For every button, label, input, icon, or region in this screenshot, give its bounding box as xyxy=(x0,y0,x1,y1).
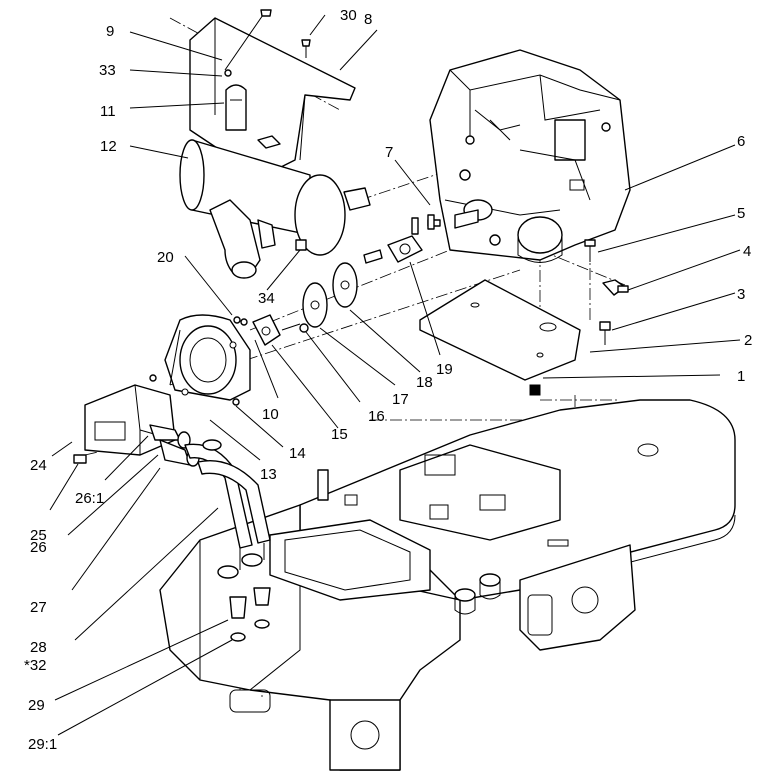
callout-16: 16 xyxy=(368,408,385,425)
bracket-11 xyxy=(225,84,247,131)
leader-lines xyxy=(49,14,741,736)
callout-27: 27 xyxy=(30,599,47,616)
heat-shield-8 xyxy=(189,17,356,171)
callout-29-1: 29:1 xyxy=(28,736,57,753)
callout-28: 28 xyxy=(30,639,47,656)
callout-3: 3 xyxy=(737,286,745,303)
callout-1: 1 xyxy=(737,368,745,385)
mount-plate-2 xyxy=(419,279,581,381)
coupling-stack xyxy=(233,217,441,346)
callout-15: 15 xyxy=(331,426,348,443)
callout-11: 11 xyxy=(100,103,116,120)
callout-30: 30 xyxy=(340,7,357,24)
callout-25: 25 xyxy=(30,527,47,544)
callout-29: 29 xyxy=(28,697,45,714)
callout-9: 9 xyxy=(106,23,114,40)
top-hardware xyxy=(224,9,311,251)
callout-20: 20 xyxy=(157,249,174,266)
callout-19: 19 xyxy=(436,361,453,378)
hose-fittings xyxy=(149,424,271,642)
callout-12: 12 xyxy=(100,138,117,155)
callout-18: 18 xyxy=(416,374,433,391)
muffler-12 xyxy=(179,139,371,279)
callout-14: 14 xyxy=(289,445,306,462)
callout-6: 6 xyxy=(737,133,745,150)
callout-17: 17 xyxy=(392,391,409,408)
callout-8: 8 xyxy=(364,11,372,28)
pump-adapter-14 xyxy=(164,314,251,406)
callout-34: 34 xyxy=(258,290,275,307)
callout-13: 13 xyxy=(260,466,277,483)
callout-24: 24 xyxy=(30,457,47,474)
callout-2: 2 xyxy=(744,332,752,349)
callout-32: *32 xyxy=(24,657,47,674)
right-hardware xyxy=(427,214,629,396)
callout-26: 26 xyxy=(30,539,47,556)
callout-5: 5 xyxy=(737,205,745,222)
callout-10: 10 xyxy=(262,406,279,423)
frame-assembly xyxy=(159,399,736,771)
callout-26-1: 26:1 xyxy=(75,490,104,507)
callout-33: 33 xyxy=(99,62,116,79)
callout-labels: 1 2 3 4 5 6 7 8 9 10 11 12 13 14 15 16 1… xyxy=(24,7,752,753)
callout-7: 7 xyxy=(385,144,393,161)
callout-4: 4 xyxy=(743,243,751,260)
engine-assembly xyxy=(429,49,631,263)
hydro-pump-24 xyxy=(73,374,176,464)
